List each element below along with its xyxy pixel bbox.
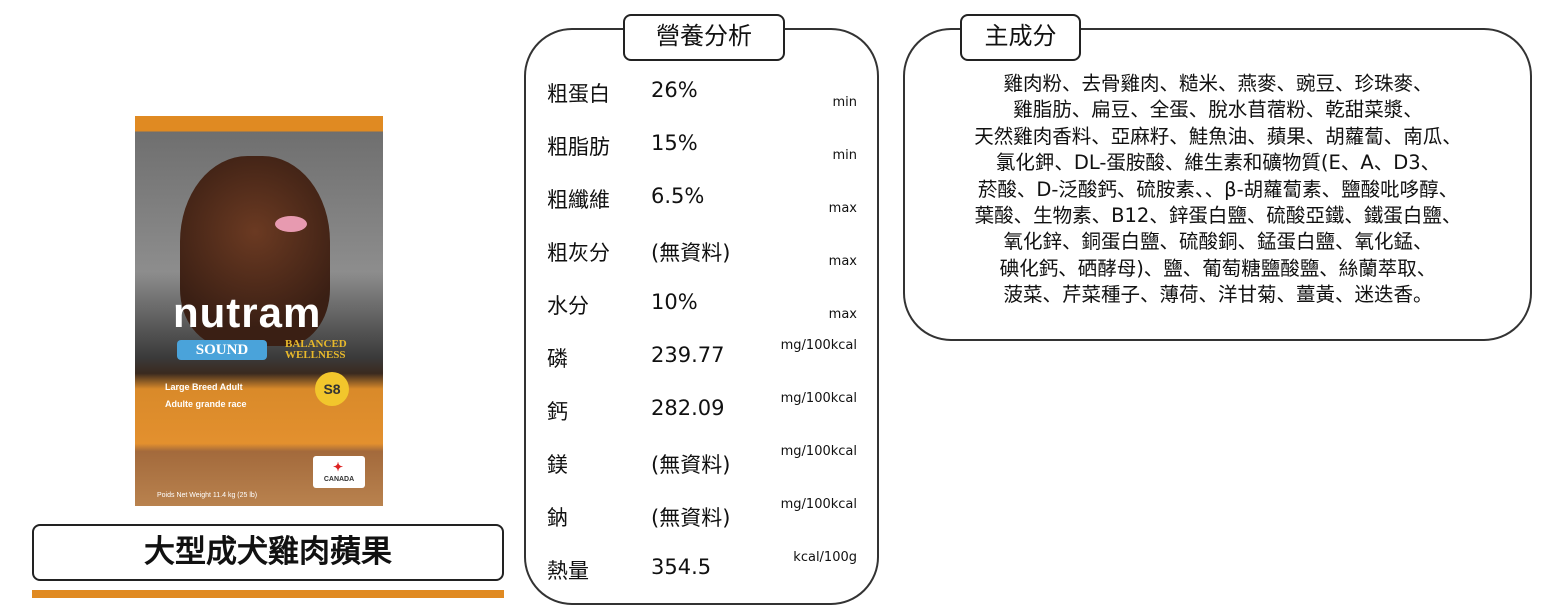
nutrient-value: (無資料) bbox=[651, 241, 731, 265]
ingredient-line: 氯化鉀、DL-蛋胺酸、維生素和礦物質(E、A、D3、 bbox=[995, 151, 1441, 175]
nutrient-value: 6.5% bbox=[651, 184, 705, 208]
nutrition-row: 粗脂肪 15% min bbox=[547, 131, 857, 184]
nutrient-value: (無資料) bbox=[651, 506, 731, 530]
accent-bar bbox=[32, 590, 504, 598]
nutrition-title: 營養分析 bbox=[623, 14, 785, 61]
ingredients-title: 主成分 bbox=[960, 14, 1081, 61]
nutrition-row: 粗纖維 6.5% max bbox=[547, 184, 857, 237]
dog-illustration bbox=[180, 156, 330, 346]
line-badge: SOUND bbox=[177, 340, 267, 360]
nutrient-name: 粗灰分 bbox=[547, 241, 610, 265]
nutrition-row: 粗灰分 (無資料) max bbox=[547, 237, 857, 290]
product-title: 大型成犬雞肉蘋果 bbox=[32, 524, 504, 581]
nutrient-unit: max bbox=[828, 254, 857, 269]
nutrition-row: 水分 10% max bbox=[547, 290, 857, 343]
code-badge: S8 bbox=[315, 372, 349, 406]
nutrient-name: 粗蛋白 bbox=[547, 82, 610, 106]
nutrient-value: (無資料) bbox=[651, 453, 731, 477]
ingredient-line: 天然雞肉香料、亞麻籽、鮭魚油、蘋果、胡蘿蔔、南瓜、 bbox=[974, 124, 1462, 148]
ingredient-line: 氧化鋅、銅蛋白鹽、硫酸銅、錳蛋白鹽、氧化錳、 bbox=[1003, 230, 1433, 254]
nutrient-name: 水分 bbox=[547, 294, 589, 318]
nutrient-unit: mg/100kcal bbox=[780, 497, 857, 512]
brand-logo: nutram bbox=[173, 289, 322, 336]
ingredients-list: 雞肉粉、去骨雞肉、糙米、燕麥、豌豆、珍珠麥、雞脂肪、扁豆、全蛋、脫水苜蓿粉、乾甜… bbox=[918, 71, 1518, 309]
ingredient-line: 葉酸、生物素、B12、鋅蛋白鹽、硫酸亞鐵、鐵蛋白鹽、 bbox=[974, 204, 1462, 228]
nutrition-row: 磷 239.77 mg/100kcal bbox=[547, 338, 857, 396]
nutrient-unit: kcal/100g bbox=[793, 550, 857, 565]
nutrition-row: 鎂 (無資料) mg/100kcal bbox=[547, 444, 857, 502]
ingredient-line: 菠菜、芹菜種子、薄荷、洋甘菊、薑黃、迷迭香。 bbox=[1003, 283, 1433, 307]
nutrient-unit: mg/100kcal bbox=[780, 444, 857, 459]
product-image: nutram SOUND BALANCED WELLNESS Large Bre… bbox=[135, 116, 383, 506]
net-weight: Poids Net Weight 11.4 kg (25 lb) bbox=[157, 492, 258, 499]
maple-leaf-icon: ✦ bbox=[333, 460, 344, 474]
nutrient-value: 10% bbox=[651, 290, 698, 314]
nutrient-name: 熱量 bbox=[547, 559, 589, 583]
nutrient-unit: max bbox=[828, 307, 857, 322]
nutrient-name: 粗脂肪 bbox=[547, 135, 610, 159]
nutrient-name: 鎂 bbox=[547, 453, 568, 477]
label-en: Large Breed Adult bbox=[165, 382, 243, 392]
nutrient-unit: mg/100kcal bbox=[780, 338, 857, 353]
origin-text: CANADA bbox=[323, 476, 355, 483]
nutrient-name: 磷 bbox=[547, 347, 568, 371]
nutrition-row: 粗蛋白 26% min bbox=[547, 78, 857, 131]
nutrient-unit: mg/100kcal bbox=[780, 391, 857, 406]
ingredient-line: 雞脂肪、扁豆、全蛋、脫水苜蓿粉、乾甜菜漿、 bbox=[1013, 98, 1423, 122]
nutrient-name: 粗纖維 bbox=[547, 188, 610, 212]
dog-tongue bbox=[275, 216, 307, 232]
tagline: BALANCED WELLNESS bbox=[285, 338, 347, 361]
ingredient-line: 碘化鈣、硒酵母)、鹽、葡萄糖鹽酸鹽、絲蘭萃取、 bbox=[999, 256, 1437, 280]
origin-badge: ✦ CANADA bbox=[313, 456, 365, 488]
ingredient-line: 菸酸、D-泛酸鈣、硫胺素、、β-胡蘿蔔素、鹽酸吡哆醇、 bbox=[977, 177, 1459, 201]
nutrient-name: 鈣 bbox=[547, 400, 568, 424]
nutrition-row: 鈉 (無資料) mg/100kcal bbox=[547, 497, 857, 555]
nutrition-panel bbox=[524, 28, 879, 605]
nutrient-value: 239.77 bbox=[651, 343, 725, 367]
ingredients-panel bbox=[903, 28, 1532, 341]
nutrient-unit: min bbox=[832, 148, 857, 163]
nutrient-name: 鈉 bbox=[547, 506, 568, 530]
nutrition-row: 熱量 354.5 kcal/100g bbox=[547, 550, 857, 608]
nutrient-value: 26% bbox=[651, 78, 698, 102]
label-fr: Adulte grande race bbox=[165, 399, 247, 409]
nutrient-value: 282.09 bbox=[651, 396, 725, 420]
nutrition-row: 鈣 282.09 mg/100kcal bbox=[547, 391, 857, 449]
nutrient-value: 354.5 bbox=[651, 555, 712, 579]
nutrient-unit: min bbox=[832, 95, 857, 110]
ingredient-line: 雞肉粉、去骨雞肉、糙米、燕麥、豌豆、珍珠麥、 bbox=[1003, 72, 1433, 95]
nutrient-value: 15% bbox=[651, 131, 698, 155]
nutrient-unit: max bbox=[828, 201, 857, 216]
